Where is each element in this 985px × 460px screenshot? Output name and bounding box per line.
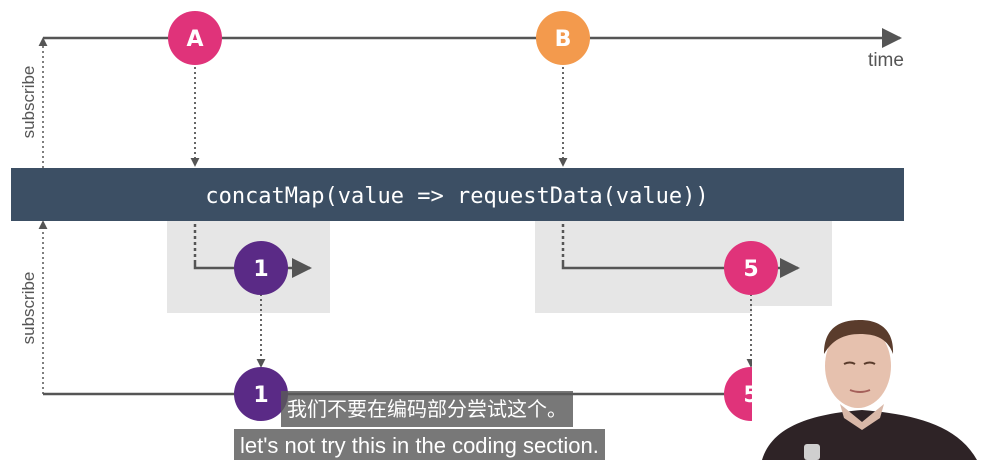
subtitle-chinese: 我们不要在编码部分尝试这个。 <box>281 391 573 427</box>
source-node-b-label: B <box>555 27 572 52</box>
subscribe-label-top: subscribe <box>19 66 38 139</box>
subtitle-english: let's not try this in the coding section… <box>234 429 605 460</box>
source-node-a-circle <box>168 11 222 65</box>
subscribe-label-bottom: subscribe <box>19 272 38 345</box>
source-node-a: A <box>168 11 222 65</box>
output-node-1-circle <box>234 367 288 421</box>
output-node-1: 1 <box>234 367 288 421</box>
time-label: time <box>868 50 904 71</box>
output-node-1-label: 1 <box>253 383 268 408</box>
inner-node-5-label: 5 <box>743 257 758 282</box>
operator-bar <box>11 168 904 221</box>
presenter-video <box>752 306 985 460</box>
operator-label: concatMap(value => requestData(value)) <box>205 184 708 209</box>
inner-node-5: 5 <box>724 241 778 295</box>
inner-stream-2-line <box>561 221 800 278</box>
inner-node-1-label: 1 <box>253 257 268 282</box>
inner-node-1: 1 <box>234 241 288 295</box>
source-node-b-circle <box>536 11 590 65</box>
source-node-b: B <box>536 11 590 65</box>
inner-node-5-circle <box>724 241 778 295</box>
inner-node-1-circle <box>234 241 288 295</box>
source-node-a-label: A <box>186 27 203 52</box>
